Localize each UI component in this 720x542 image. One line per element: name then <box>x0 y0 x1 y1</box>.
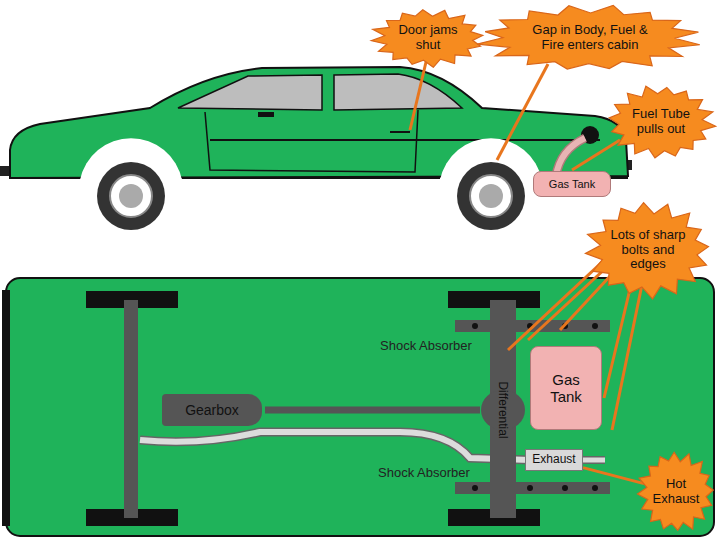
front-window <box>178 75 322 110</box>
text-wrap: Gas Tank <box>536 371 596 406</box>
node-text: Gap in Body, Fuel & Fire enters cabin <box>520 23 660 53</box>
node-text: Hot Exhaust <box>652 477 700 507</box>
node-text: Door jams shut <box>393 23 463 53</box>
leader-line <box>572 140 620 170</box>
text-wrap: Gas Tank <box>549 178 595 191</box>
underbody <box>6 278 714 536</box>
gas-tank: Gas Tank <box>530 346 602 430</box>
callout-burst: Hot Exhaust <box>636 450 716 534</box>
rear-window <box>334 74 462 110</box>
exhaust-pipe <box>140 432 530 460</box>
text-wrap: Lots of sharp bolts and edges <box>610 228 686 273</box>
starburst-outline <box>585 203 708 299</box>
rear-wheel <box>457 162 525 230</box>
callout-burst: Gap in Body, Fuel & Fire enters cabin <box>473 4 706 72</box>
text-wrap: Fuel Tube pulls out <box>628 107 694 137</box>
text-wrap: Hot Exhaust <box>652 477 700 507</box>
car-bottom-view <box>2 278 714 536</box>
body-line <box>210 139 600 141</box>
tail-pipe-fill <box>580 458 605 463</box>
front-bumper <box>2 290 10 526</box>
exhaust-pipe-fill <box>140 432 530 460</box>
callout-burst: Lots of sharp bolts and edges <box>583 200 713 300</box>
exhaust-box: Exhaust <box>525 449 583 471</box>
starburst-outline <box>638 452 714 530</box>
car-side-view <box>0 67 632 230</box>
text-wrap: Gearbox <box>185 402 239 418</box>
mirror <box>258 112 274 117</box>
text-wrap: Exhaust <box>532 453 575 467</box>
door-handle <box>390 131 410 133</box>
starburst-outline <box>371 10 482 68</box>
starburst-outline <box>609 86 715 158</box>
part-label: Shock Absorber <box>380 338 472 353</box>
front-axle <box>124 300 138 518</box>
node-text: Gearbox <box>185 402 239 418</box>
node-text: Gas Tank <box>549 178 595 191</box>
text-wrap: Door jams shut <box>393 23 463 53</box>
starburst-outline <box>478 5 701 69</box>
node-text: Lots of sharp bolts and edges <box>610 228 686 273</box>
leader-connector <box>583 468 644 484</box>
leader-line <box>410 62 426 130</box>
node-text: Fuel Tube pulls out <box>628 107 694 137</box>
leader-line <box>612 270 645 430</box>
text-wrap: Gap in Body, Fuel & Fire enters cabin <box>520 23 660 53</box>
node-text: Gas Tank <box>536 371 596 406</box>
sill <box>10 177 80 179</box>
sill <box>182 177 440 179</box>
part-label: Shock Absorber <box>378 465 470 480</box>
tail-pipe <box>580 456 605 464</box>
driveshaft <box>265 407 480 414</box>
part-label-vertical: Differential <box>496 381 510 438</box>
node-text: Exhaust <box>532 453 575 467</box>
leader-line <box>497 64 548 160</box>
shock-absorber <box>455 482 610 494</box>
callout-burst: Fuel Tube pulls out <box>605 84 717 160</box>
gearbox: Gearbox <box>162 394 262 426</box>
front-wheel <box>97 162 165 230</box>
gas-tank: Gas Tank <box>533 171 611 197</box>
callout-burst: Door jams shut <box>369 8 487 68</box>
